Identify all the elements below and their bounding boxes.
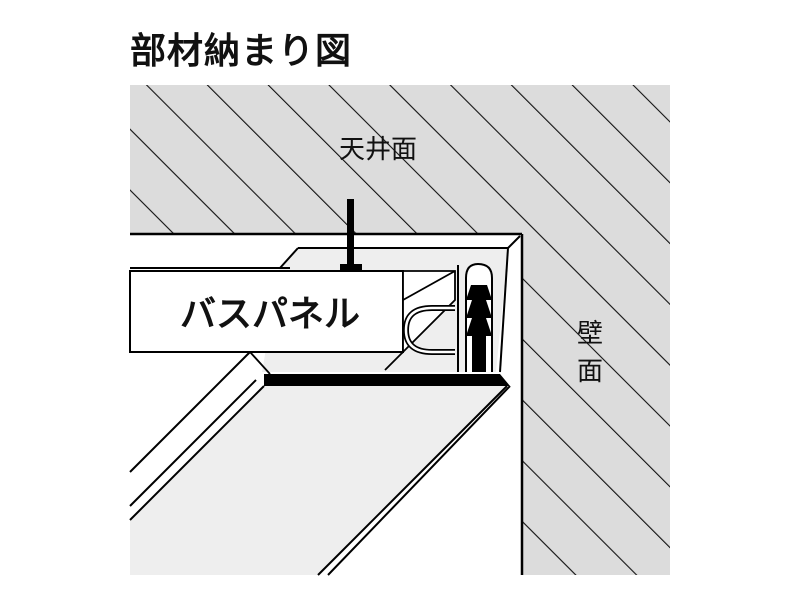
ceiling-label: 天井面 xyxy=(339,135,417,165)
wall-label-2: 面 xyxy=(577,357,603,387)
gasket-clip xyxy=(402,305,455,355)
hanger-bolt xyxy=(340,199,362,270)
anchor-fastener xyxy=(457,262,493,372)
bath-panel-edge xyxy=(129,270,456,375)
wall-surface xyxy=(522,85,670,575)
panel-label: バスパネル xyxy=(180,294,360,335)
wall-label-1: 壁 xyxy=(577,319,603,349)
base-strip xyxy=(264,374,510,386)
ceiling-panel-face xyxy=(129,351,511,576)
diagram-title: 部材納まり図 xyxy=(130,31,353,72)
